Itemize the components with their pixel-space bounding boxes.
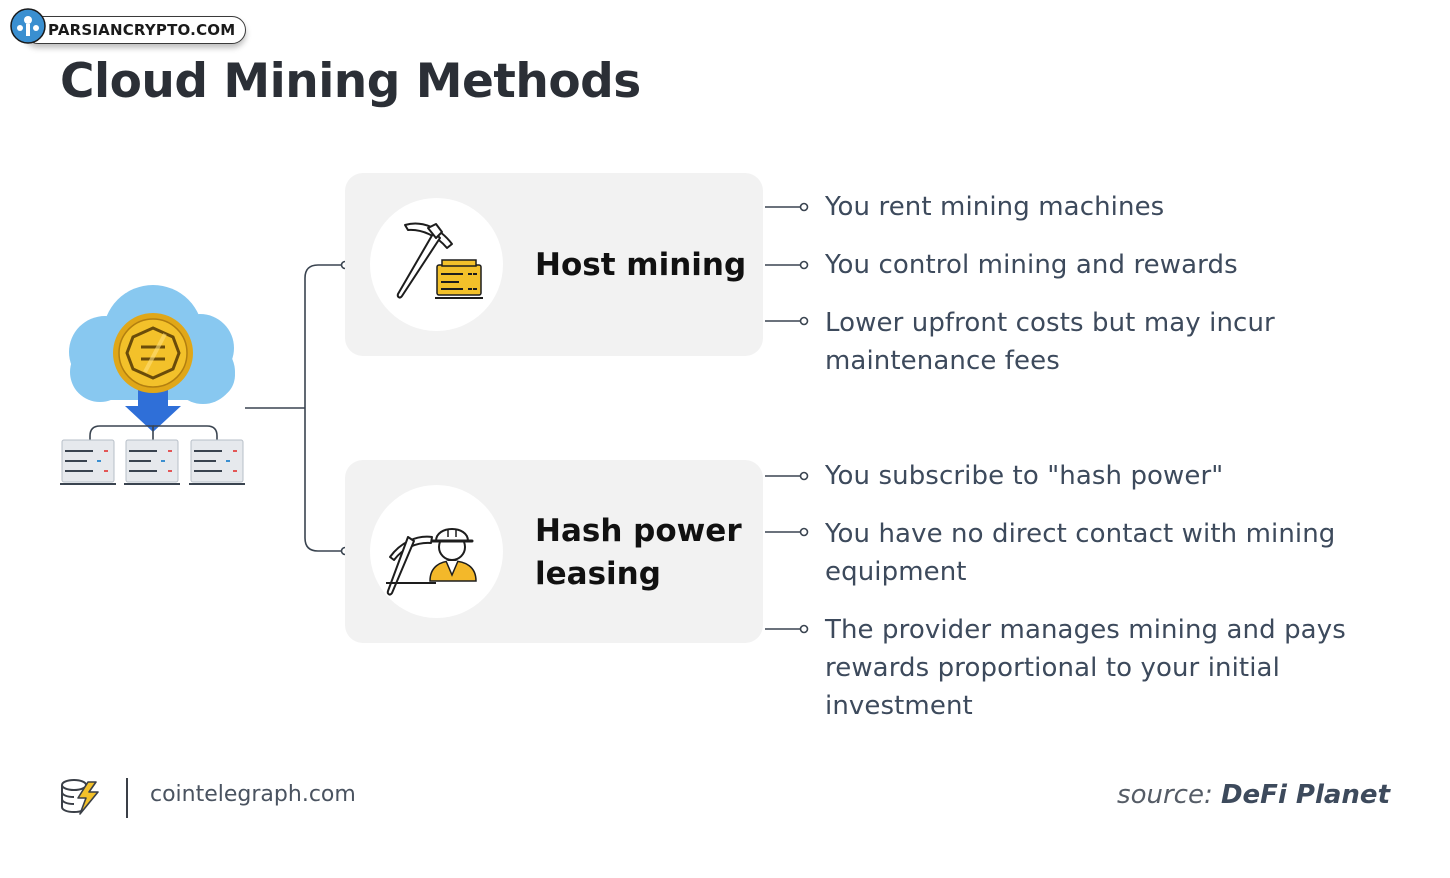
- host-point-2: You control mining and rewards: [825, 250, 1238, 280]
- source-name: DeFi Planet: [1220, 780, 1390, 810]
- miner-worker-icon: [386, 528, 477, 596]
- watermark: PARSIANCRYPTO.COM: [10, 6, 246, 46]
- card-icon-circle: [370, 485, 503, 618]
- host-point-3: Lower upfront costs but may incur mainte…: [825, 308, 1275, 376]
- source-label: source:: [1117, 780, 1213, 810]
- hash-point-1: You subscribe to "hash power": [825, 461, 1224, 491]
- cointelegraph-logo-icon: [61, 779, 99, 815]
- footer-source: source: DeFi Planet: [1117, 780, 1390, 810]
- parsiancrypto-logo-icon: [10, 8, 46, 44]
- hash-point-3: The provider manages mining and pays rew…: [825, 615, 1346, 721]
- watermark-text: PARSIANCRYPTO.COM: [48, 21, 236, 39]
- card-icon-circle: [370, 198, 503, 331]
- card-title: Host mining: [535, 247, 747, 283]
- footer-divider: [126, 778, 128, 818]
- method-card-hash-power-leasing: Hash power leasing: [345, 460, 763, 643]
- host-point-1: You rent mining machines: [825, 192, 1165, 222]
- hash-point-2: You have no direct contact with mining e…: [825, 519, 1336, 587]
- pickaxe-server-icon: [396, 222, 483, 299]
- card-title: Hash power leasing: [535, 513, 742, 592]
- cloud-coin-icon: [60, 285, 245, 485]
- footer-site-link[interactable]: cointelegraph.com: [150, 782, 356, 807]
- watermark-pill: [24, 16, 246, 44]
- page-title: Cloud Mining Methods: [60, 54, 641, 109]
- method-card-host-mining: Host mining: [345, 173, 763, 356]
